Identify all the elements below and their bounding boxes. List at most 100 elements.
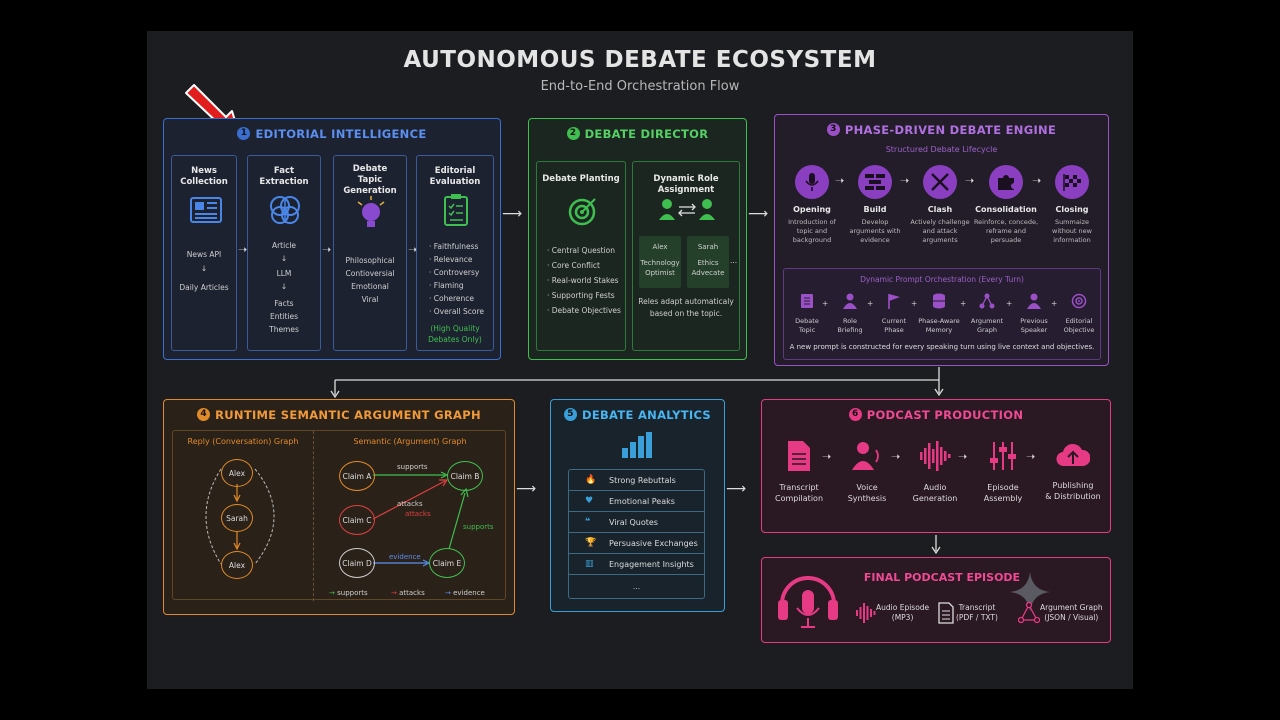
themes-label: Themes [269,325,299,334]
headphones-microphone-icon [778,576,838,628]
arrow-right-icon: ➝ [891,450,901,463]
arrow-right-icon: ⟶ [726,481,747,497]
eval-item: · Relevance [429,255,473,264]
target-icon [1071,293,1087,309]
edge-label: attacks [405,510,431,518]
topic-generation-card: Debate Tapic Generation Philosophical Co… [333,155,407,351]
output-audio: Audio Episode(MP3) [876,603,930,622]
page-title: AUTONOMOUS DEBATE ECOSYSTEM [403,47,877,73]
person-icon [1027,293,1041,309]
analytics-row: 🏆Persuasive Exchanges [569,533,704,554]
plus-sign: + [1051,299,1058,308]
graph-icon [979,293,995,309]
step-number-6: 6 [848,408,862,421]
topic-generation-heading: Debate Tapic Generation [343,164,397,196]
graph-edges [205,468,469,567]
topic-type-item: Contioversial [345,269,395,278]
database-icon [933,293,945,309]
newspaper-icon [190,197,222,223]
semantic-graph-title: Semantic (Argument) Graph [353,437,467,446]
output-argument-graph: Argument Graph(JSON / Visual) [1040,603,1103,622]
more-ellipsis: ... [632,582,641,591]
target-icon [568,198,596,226]
voice-icon [852,442,879,470]
role-card-alex: Alex Technology Optimist [639,236,681,288]
crossed-swords-icon [923,165,957,199]
cloud-upload-icon [1056,443,1091,467]
puzzle-icon [989,165,1023,199]
legend-supports: → supports [329,589,368,597]
fact-extraction-card: Fact Extraction Article ↓ LLM ↓ Facts En… [247,155,321,351]
arrow-right-icon: ⟶ [502,206,523,222]
plus-sign: + [1006,299,1013,308]
connector-engine-to-graph [330,367,944,399]
edge-label: supports [397,463,428,471]
arrow-down-icon [931,535,941,555]
analytics-row: ♥Emotional Peaks [569,491,704,512]
news-collection-card: News Collection News API ↓ Daily Article… [171,155,237,351]
reply-node: Alex [221,551,253,579]
person-icon [843,293,857,309]
arrow-right-icon: ➝ [322,243,332,256]
final-episode-panel: FINAL PODCAST EPISODE Audio Episode(MP3)… [761,557,1111,643]
graph-divider [313,431,314,601]
topic-type-item: Philosophical [345,256,395,265]
down-arrow-icon: ↓ [280,254,288,263]
clipboard-check-icon [444,194,468,226]
prompt-orchestration-box: Dynamic Prompt Orchestration (Every Turn… [783,268,1101,360]
eval-item: · Faithfulness [429,242,479,251]
document-icon [938,602,954,624]
eval-item: · Flaming [429,281,464,290]
orchestration-title: Dynamic Prompt Orchestration (Every Turn… [860,275,1024,284]
step-number-4: 4 [197,408,211,421]
step-number-5: 5 [563,408,577,421]
transcript-icon [788,441,810,471]
podcast-step: Publishing& Distribution [1038,440,1108,502]
planting-item: · Core Conflict [547,261,600,270]
arrow-right-icon: ➝ [958,450,968,463]
editorial-evaluation-card: Editorial Evaluation · Faithfulness · Re… [416,155,494,351]
analytics-list: 🔥Strong Rebuttals ♥Emotional Peaks ❝Vira… [568,469,705,599]
lifecycle-label: Structured Debate Lifecycle [885,145,998,154]
down-arrow-icon: ↓ [200,264,208,273]
article-label: Article [271,241,297,250]
claim-node-b: Claim B [447,461,483,491]
reply-node: Alex [221,459,253,487]
arrow-right-icon: ➝ [408,243,418,256]
down-arrow-icon: ↓ [280,282,288,291]
planting-item: · Real-world Stakes [547,276,619,285]
plus-sign: + [911,299,918,308]
eval-item: · Controversy [429,268,480,277]
bar-chart-icon [622,432,652,458]
trophy-icon: 🏆 [585,538,597,548]
arrow-right-icon: ➝ [900,174,910,187]
planting-item: · Central Question [547,246,616,255]
step-number-2: 2 [566,127,580,140]
arrow-right-icon: ➝ [965,174,975,187]
heart-icon: ♥ [585,496,594,506]
planting-item: · Supporting Fests [547,291,615,300]
planting-heading: Debate Planting [542,174,620,184]
evaluation-heading: Editorial Evaluation [429,166,481,187]
arrow-right-icon: ⟶ [748,206,769,222]
planting-item: · Debate Objectives [547,306,621,315]
brick-wall-icon [858,165,892,199]
